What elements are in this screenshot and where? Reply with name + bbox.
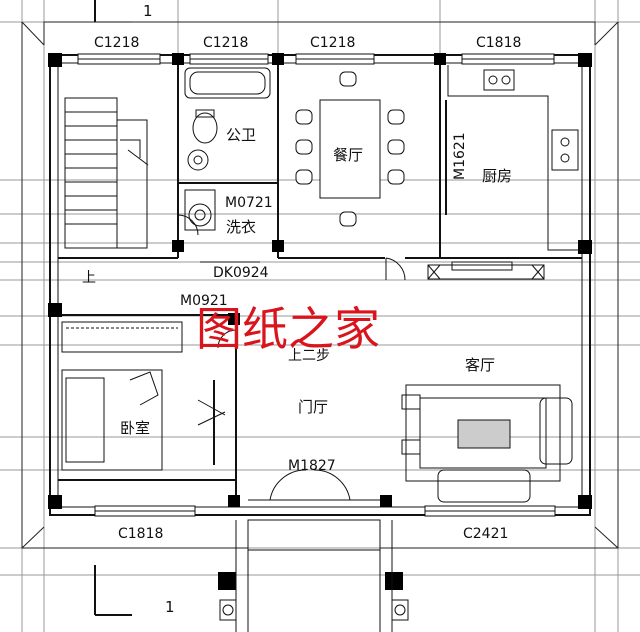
room-label-living: 客厅: [465, 356, 495, 374]
label-door-bedroom: M0921: [180, 293, 228, 309]
living-furniture: [401, 261, 573, 503]
bedroom-furniture: [61, 321, 226, 471]
roof-eave-outline: [21, 21, 619, 549]
label-door-laundry: M0721: [225, 195, 273, 211]
label-steps-up: 上二步: [288, 348, 330, 364]
label-window-top-3: C1218: [310, 35, 355, 51]
doors: [177, 214, 406, 501]
room-label-bedroom: 卧室: [120, 419, 150, 437]
label-window-top-2: C1218: [203, 35, 248, 51]
room-label-laundry: 洗衣: [226, 218, 256, 236]
label-door-main: M1827: [288, 458, 336, 474]
kitchen-counters: [445, 65, 582, 251]
label-stair-up: 上: [82, 270, 96, 286]
watermark: 图纸之家: [196, 302, 380, 356]
room-label-kitchen: 厨房: [482, 167, 512, 185]
axis-label-bottom: 1: [165, 598, 175, 616]
label-window-top-1: C1218: [94, 35, 139, 51]
staircase: [64, 97, 149, 249]
label-window-bottom-right: C2421: [463, 526, 508, 542]
entrance-steps: [94, 0, 409, 632]
interior-walls: [58, 63, 582, 507]
label-door-kitchen: M1621: [452, 132, 468, 180]
room-label-public-bath: 公卫: [226, 126, 256, 144]
axis-label-top: 1: [143, 2, 153, 20]
opening-labels: C1218 C1218 C1218 C1818 C1818 C2421 M072…: [94, 35, 521, 542]
label-window-bottom-left: C1818: [118, 526, 163, 542]
top-windows: [77, 53, 555, 65]
dining-set: [295, 71, 405, 227]
bottom-windows: [94, 505, 556, 517]
room-label-dining: 餐厅: [333, 146, 363, 164]
label-window-top-4: C1818: [476, 35, 521, 51]
label-door-opening: DK0924: [213, 265, 269, 281]
room-labels: 餐厅 厨房 公卫 洗衣 客厅 门厅 卧室 上 上二步: [82, 126, 512, 437]
axis-markers: 1 1: [143, 2, 175, 616]
bath-fixtures: [184, 67, 271, 231]
room-label-hall: 门厅: [298, 398, 328, 416]
